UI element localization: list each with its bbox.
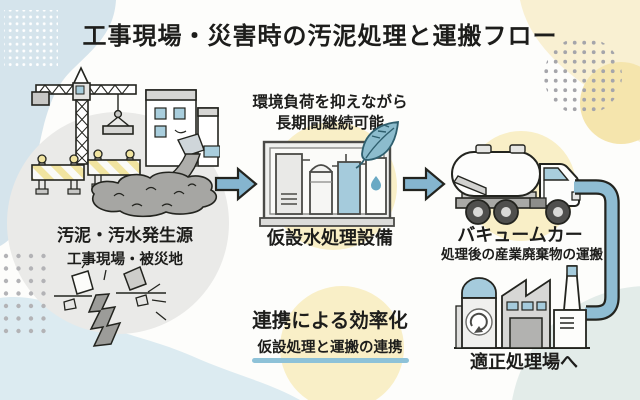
gray-dots-pattern (0, 246, 46, 336)
treatment-facility-illustration (259, 120, 399, 227)
vacuum-truck-illustration (451, 144, 581, 225)
treatment-label: 仮設水処理設備 (267, 228, 393, 249)
treatment-plant-icon (259, 140, 395, 227)
sludge-puddle-icon (91, 171, 218, 218)
pipe-arrow-icon (574, 179, 620, 321)
factory-illustration (454, 265, 590, 349)
transport-sublabel: 処理後の産業廃棄物の運搬 (441, 247, 603, 263)
crane-icon (31, 66, 137, 165)
earthquake-crack-icon (54, 262, 167, 347)
flow-arrow-icon (402, 166, 446, 202)
earthquake-crack-illustration (54, 262, 167, 347)
leaf-icon (355, 120, 399, 169)
yellow-circle-synergy (280, 286, 404, 400)
factory-icon (454, 265, 590, 349)
treatment-note-line2: 長期間継続可能 (275, 114, 385, 132)
recycle-icon (465, 308, 493, 336)
treatment-note: 環境負荷を抑えながら 長期間継続可能 (240, 92, 420, 134)
white-dots-pattern (4, 10, 58, 68)
transport-label: バキュームカー (457, 225, 583, 246)
source-sublabel: 工事現場・被災地 (67, 252, 183, 268)
traffic-barrier-icon (31, 154, 85, 195)
source-label: 汚泥・汚水発生源 (57, 226, 193, 246)
page-title: 工事現場・災害時の汚泥処理と運搬フロー (82, 22, 558, 50)
synergy-subheading: 仮設処理と運搬の連携 (257, 340, 403, 356)
treatment-note-line1: 環境負荷を抑えながら (252, 93, 408, 111)
synergy-underline (252, 358, 409, 363)
damaged-building-icon (145, 89, 220, 167)
flow-arrow-icon (214, 166, 258, 202)
disposal-label: 適正処理場へ (470, 352, 578, 373)
gray-dots-circle (544, 37, 622, 115)
synergy-heading: 連携による効率化 (252, 309, 408, 332)
vacuum-truck-icon (451, 144, 581, 225)
construction-site-illustration (31, 66, 220, 218)
water-drop-icon (371, 176, 381, 191)
